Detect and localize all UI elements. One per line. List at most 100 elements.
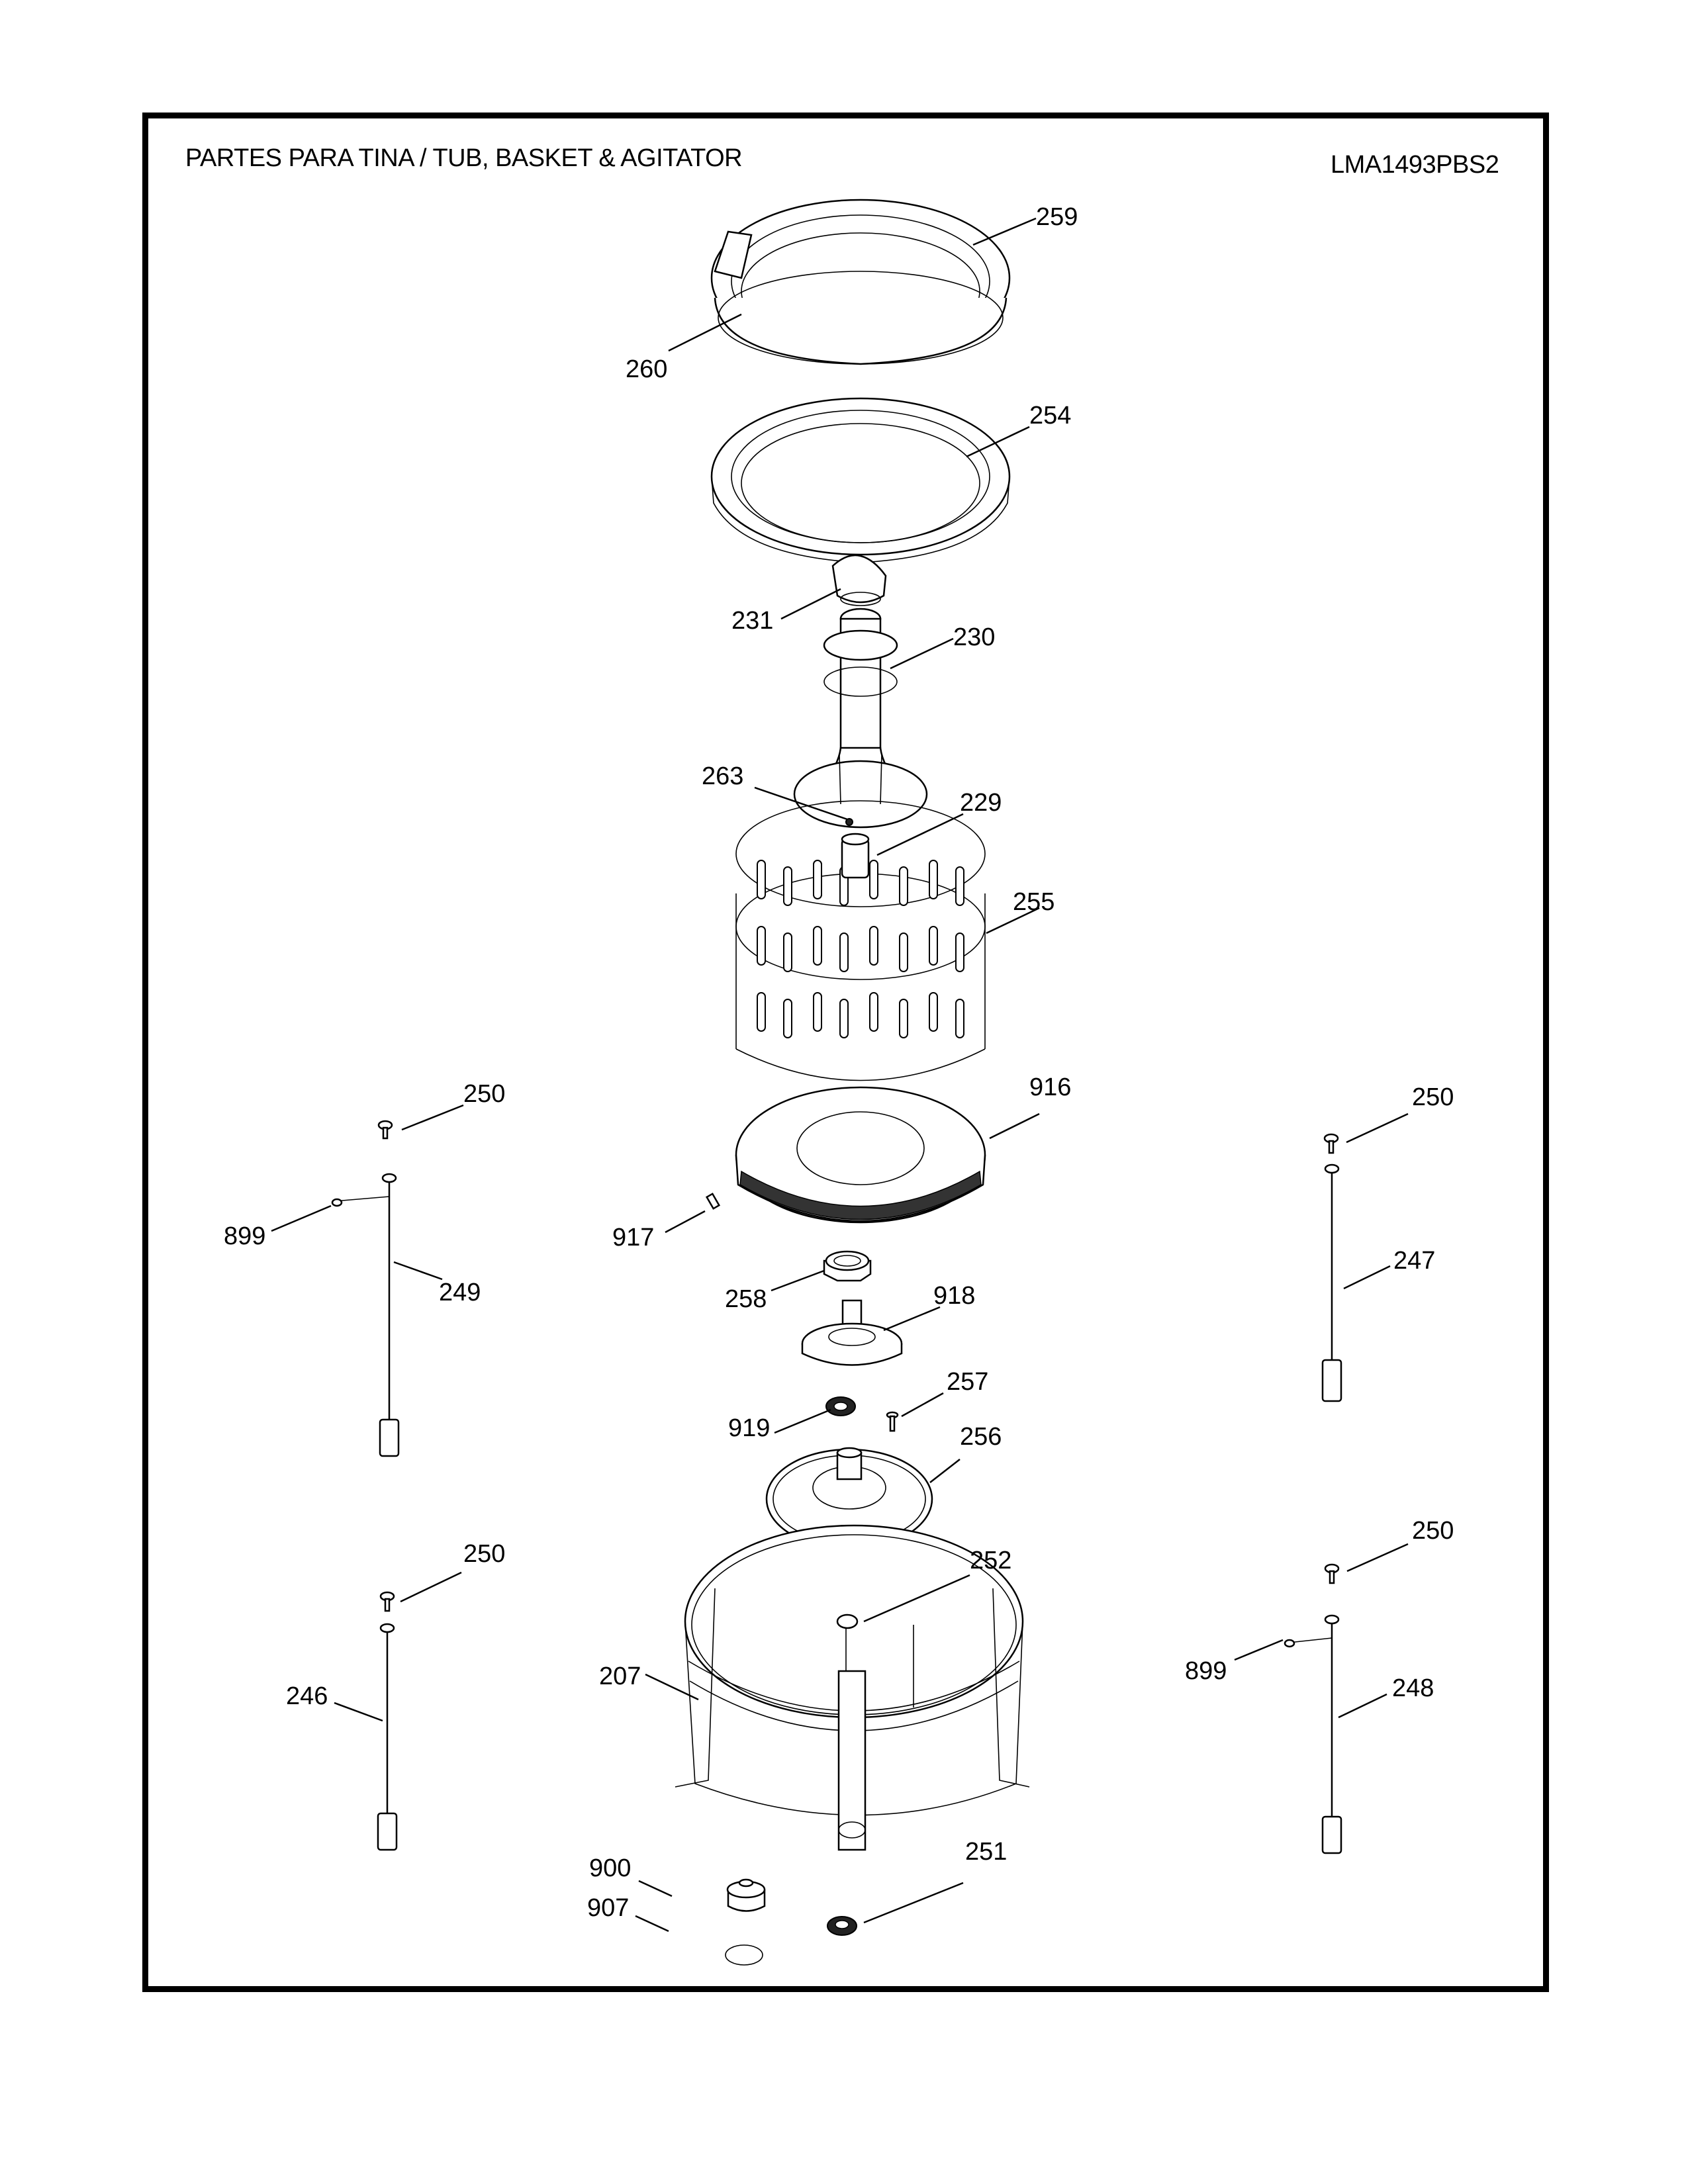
callout-258[interactable]: 258 [725,1285,767,1313]
basket-slot [955,999,964,1038]
leader-right-upper-250 [1346,1113,1409,1144]
leader-left-upper-899 [271,1205,332,1232]
diagram-frame [142,113,1549,1992]
callout-252[interactable]: 252 [970,1547,1011,1574]
leader-257 [901,1392,944,1418]
leader-918 [883,1306,941,1332]
callout-254[interactable]: 254 [1029,402,1071,430]
callout-right-lower-250[interactable]: 250 [1412,1517,1454,1545]
leader-258 [771,1269,825,1292]
basket-slot [929,926,938,966]
part-254-balance-ring[interactable] [710,397,1011,563]
basket-slot [757,860,766,899]
part-258-nut[interactable] [823,1250,872,1282]
leader-254 [966,426,1030,458]
callout-right-upper-250[interactable]: 250 [1412,1083,1454,1111]
leader-919 [774,1408,831,1434]
leader-229 [876,813,964,856]
callout-231[interactable]: 231 [731,607,773,635]
leader-251 [863,1882,964,1924]
callout-left-upper-250[interactable]: 250 [463,1080,505,1108]
callout-left-upper-899[interactable]: 899 [224,1222,265,1250]
right-lower-suspension: 250 899 248 [1185,1517,1454,1854]
part-247-right-upper-rod[interactable] [1321,1163,1342,1402]
callout-right-upper-247[interactable]: 247 [1393,1247,1435,1275]
callout-257[interactable]: 257 [947,1368,988,1396]
leader-916 [989,1113,1040,1140]
part-231-agitator-cap[interactable] [831,554,887,606]
part-918-shaft-assembly[interactable] [801,1299,903,1366]
leader-256 [929,1459,961,1483]
callout-left-lower-246[interactable]: 246 [286,1682,328,1710]
part-252-tub-seal[interactable] [836,1614,859,1629]
basket-slot [813,860,822,899]
leader-260 [668,313,742,352]
callout-255[interactable]: 255 [1013,888,1055,916]
callout-256[interactable]: 256 [960,1423,1002,1451]
callout-917[interactable]: 917 [612,1224,654,1251]
leader-right-lower-899 [1234,1639,1284,1661]
callout-230[interactable]: 230 [953,623,995,651]
part-257-screw[interactable] [886,1411,899,1432]
leader-917 [665,1210,706,1234]
part-899-left-upper-arm[interactable] [331,1196,390,1207]
basket-slot [839,933,849,972]
basket-slot [869,860,878,899]
callout-left-lower-250[interactable]: 250 [463,1540,505,1568]
part-246-left-lower-rod[interactable] [377,1623,398,1851]
callout-260[interactable]: 260 [626,355,667,383]
part-900-drain-plug[interactable] [726,1878,766,1912]
part-263-screw[interactable] [845,818,853,826]
callout-919[interactable]: 919 [728,1414,770,1442]
leader-right-lower-250 [1346,1543,1409,1572]
basket-slot [757,992,766,1032]
basket-slot [783,866,792,906]
callout-907[interactable]: 907 [587,1894,629,1922]
callout-259[interactable]: 259 [1036,203,1078,231]
callout-900[interactable]: 900 [589,1854,631,1882]
basket-slot [899,866,908,906]
part-250-left-lower-bolt[interactable] [379,1591,395,1612]
callout-251[interactable]: 251 [965,1838,1007,1866]
leader-right-lower-248 [1338,1693,1387,1719]
part-917-screw[interactable] [705,1193,721,1210]
part-907-o-ring[interactable] [725,1944,763,1966]
callout-207[interactable]: 207 [599,1662,641,1690]
leader-left-upper-250 [401,1104,464,1131]
basket-slot [813,992,822,1032]
callout-right-lower-248[interactable]: 248 [1392,1674,1434,1702]
leader-255 [986,907,1040,934]
part-916-basket-base[interactable] [735,1086,986,1224]
callout-left-upper-249[interactable]: 249 [439,1279,481,1306]
part-255-wash-basket[interactable] [735,800,986,1081]
part-899-right-lower-arm[interactable] [1284,1637,1333,1648]
model-number: LMA1493PBS2 [1331,151,1499,179]
basket-slot [813,926,822,966]
callout-918[interactable]: 918 [933,1282,975,1310]
callout-263[interactable]: 263 [702,762,743,790]
basket-slot [929,860,938,899]
callout-right-lower-899[interactable]: 899 [1185,1657,1227,1685]
basket-slot [869,926,878,966]
part-229-pulsator-hub[interactable] [841,833,870,879]
basket-slot [757,926,766,966]
basket-slot [929,992,938,1032]
leader-263 [754,786,848,821]
part-250-right-upper-bolt[interactable] [1323,1133,1339,1154]
part-230-agitator[interactable] [793,608,928,829]
part-256-flange-housing[interactable] [765,1447,933,1550]
callout-916[interactable]: 916 [1029,1073,1071,1101]
callout-229[interactable]: 229 [960,789,1002,817]
basket-slot [839,999,849,1038]
part-248-right-lower-rod[interactable] [1321,1614,1342,1854]
leader-207 [645,1673,699,1701]
part-249-left-upper-rod[interactable] [379,1173,400,1457]
leader-900 [638,1880,673,1897]
part-250-right-lower-bolt[interactable] [1324,1563,1340,1584]
part-251-seal[interactable] [827,1916,857,1936]
part-260-tub-cover-skirt[interactable] [714,271,1008,365]
part-250-left-upper-bolt[interactable] [377,1120,393,1140]
part-919-gear[interactable] [825,1396,856,1416]
basket-slot [899,933,908,972]
